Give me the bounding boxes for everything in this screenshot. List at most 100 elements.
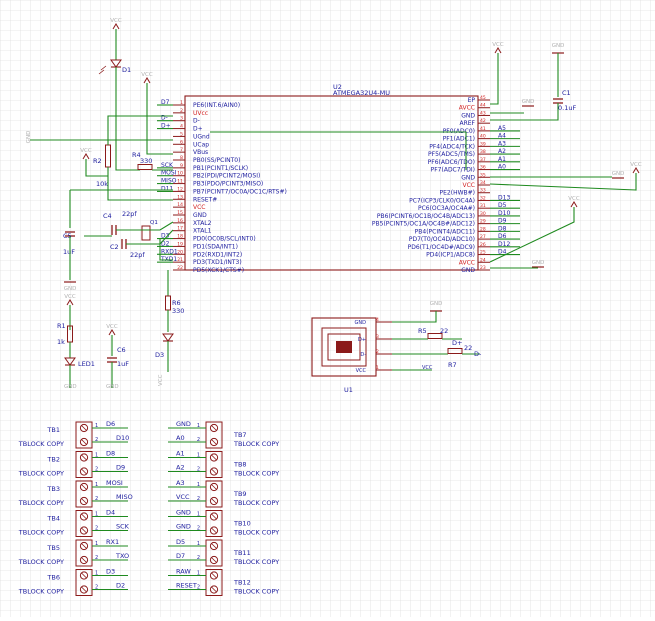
terminal-pin-number: 1 — [197, 541, 200, 547]
wire-r2-vcc — [85, 159, 108, 177]
terminal-block-ref: TB2 — [46, 456, 60, 464]
terminal-screw — [79, 423, 89, 433]
terminal-pin-number: 1 — [197, 423, 200, 429]
mcu-left-net-label: D7 — [161, 99, 170, 106]
terminal-screw — [209, 526, 219, 535]
terminal-block-part: TBLOCK COPY — [233, 470, 279, 478]
mcu-left-net-label: D2 — [161, 240, 170, 247]
terminal-block-part: TBLOCK COPY — [233, 499, 279, 507]
mcu-left-pin-name: GND — [193, 212, 207, 219]
mcu-left-pin-number: 7 — [180, 147, 183, 153]
mcu-left-pin-number: 10 — [177, 171, 183, 177]
terminal-screw — [209, 571, 219, 580]
terminal-block-part: TBLOCK COPY — [233, 529, 279, 537]
mcu-left-pin-number: 19 — [177, 241, 183, 247]
mcu-left-pin-number: 4 — [180, 124, 183, 130]
mcu-right-pin-name: VCC — [463, 182, 475, 189]
mcu-left-pin-number: 21 — [177, 257, 183, 263]
usb-pin-name: VCC — [356, 368, 367, 374]
terminal-net-label: D9 — [116, 464, 125, 472]
wire-usb-gnd — [392, 311, 437, 323]
terminal-pin-number: 2 — [197, 496, 200, 502]
terminal-screw — [79, 467, 89, 476]
mcu-left-pin-name: PD1(SDA/INT1) — [193, 243, 238, 250]
terminal-pin-number: 2 — [197, 437, 200, 443]
terminal-screw-slot — [81, 513, 87, 520]
mcu-right-pin-number: 32 — [480, 195, 486, 201]
terminal-pin-number: 1 — [95, 482, 98, 488]
mcu-left-pin-name: PD2(RXD1/INT2) — [193, 251, 242, 258]
mcu-left-pin-name: PD5(XCK1/CTS#) — [193, 267, 244, 274]
mcu-left-pin-number: 18 — [177, 234, 183, 240]
terminal-net-label: GND — [176, 523, 191, 531]
crystal-q1 — [141, 225, 151, 241]
mcu-right-pin-name: PF6(ADC6/TDO) — [428, 159, 475, 166]
c6-ref: C6 — [117, 346, 126, 354]
terminal-net-label: D5 — [176, 538, 185, 546]
mcu-right-pin-number: 39 — [480, 141, 486, 147]
mcu-right-pin-name: PF1(ADC1) — [443, 136, 475, 143]
terminal-pin-number: 2 — [95, 585, 98, 591]
usb-ref: U1 — [344, 386, 353, 394]
terminal-pin-number: 2 — [197, 467, 200, 473]
terminal-screw — [79, 512, 89, 521]
usb-pin-number: 2 — [376, 349, 379, 355]
terminal-screw — [209, 541, 219, 551]
terminal-screw-slot — [81, 498, 87, 504]
terminal-net-label: D3 — [106, 568, 115, 576]
wire-xtal2 — [116, 221, 174, 231]
mcu-left-pin-name: D- — [193, 118, 200, 125]
mcu-left-pin-number: 3 — [180, 116, 183, 122]
mcu-left-pin-name: D+ — [193, 126, 203, 133]
mcu-right-pin-number: 36 — [480, 165, 486, 171]
mcu-right-pin-name: PC7(ICP3/CLK0/OC4A) — [409, 197, 475, 204]
resistor-r7 — [447, 348, 463, 354]
mcu-right-pin-name: PC6(OC3A/OC4A#) — [418, 205, 475, 212]
mcu-left-pin-name: VCC — [193, 204, 205, 211]
terminal-pin-number: 1 — [197, 482, 200, 488]
terminal-block-part: TBLOCK COPY — [18, 529, 64, 537]
r2-ref: R2 — [93, 157, 102, 165]
terminal-screw — [209, 496, 219, 506]
d3-ref: D3 — [155, 351, 164, 359]
resistor-r5 — [427, 333, 443, 339]
mcu-right-pin-name: PF0(ADC0) — [443, 128, 475, 135]
terminal-block-ref: TB7 — [233, 431, 247, 439]
mcu-left-pin-name: PD0(OC0B/SCL/INT0) — [193, 236, 256, 243]
terminal-screw-slot — [81, 468, 87, 475]
mcu-left-pin-name: UCap — [193, 141, 209, 148]
c2-value: 22pf — [130, 251, 145, 259]
terminal-block-part: TBLOCK COPY — [233, 588, 279, 596]
mcu-left-pin-number: 8 — [180, 155, 183, 161]
usb-pin-name: D- — [360, 352, 366, 358]
terminal-net-label: D10 — [116, 434, 129, 442]
mcu-right-pin-number: 27 — [480, 234, 486, 240]
terminal-screw-slot — [81, 557, 87, 563]
terminal-screw-slot — [211, 425, 217, 431]
usb-gnd-label: GND — [430, 301, 443, 307]
terminal-block-part: TBLOCK COPY — [233, 440, 279, 448]
mcu-right-pin-number: 24 — [480, 257, 486, 263]
wire-vcc-34 — [489, 173, 637, 191]
terminal-screw-slot — [81, 454, 87, 461]
mcu-right-net-label: A1 — [498, 156, 506, 163]
vcc-r2-label: VCC — [80, 148, 92, 154]
wire-hwb — [210, 131, 467, 170]
terminal-pin-number: 2 — [197, 526, 200, 532]
mcu-right-pin-number: 44 — [480, 103, 486, 109]
wire-d1-r4 — [115, 67, 140, 171]
terminal-pin-number: 2 — [95, 555, 98, 561]
mcu-right-pin-name: EP — [468, 97, 476, 104]
terminal-screw — [79, 585, 89, 594]
c6-value: 1uF — [117, 360, 129, 368]
terminal-screw-slot — [211, 543, 217, 549]
mcu-right-pin-name: GND — [461, 267, 475, 274]
terminal-net-label: SCK — [116, 523, 130, 531]
usb-pin-number: 4 — [376, 317, 379, 323]
vcc-c6-arrow — [108, 329, 116, 336]
terminal-screw — [79, 453, 89, 462]
mcu-left-pin-number: 9 — [180, 163, 183, 169]
terminal-screw-slot — [211, 586, 217, 593]
usb-connector-body — [311, 317, 377, 377]
